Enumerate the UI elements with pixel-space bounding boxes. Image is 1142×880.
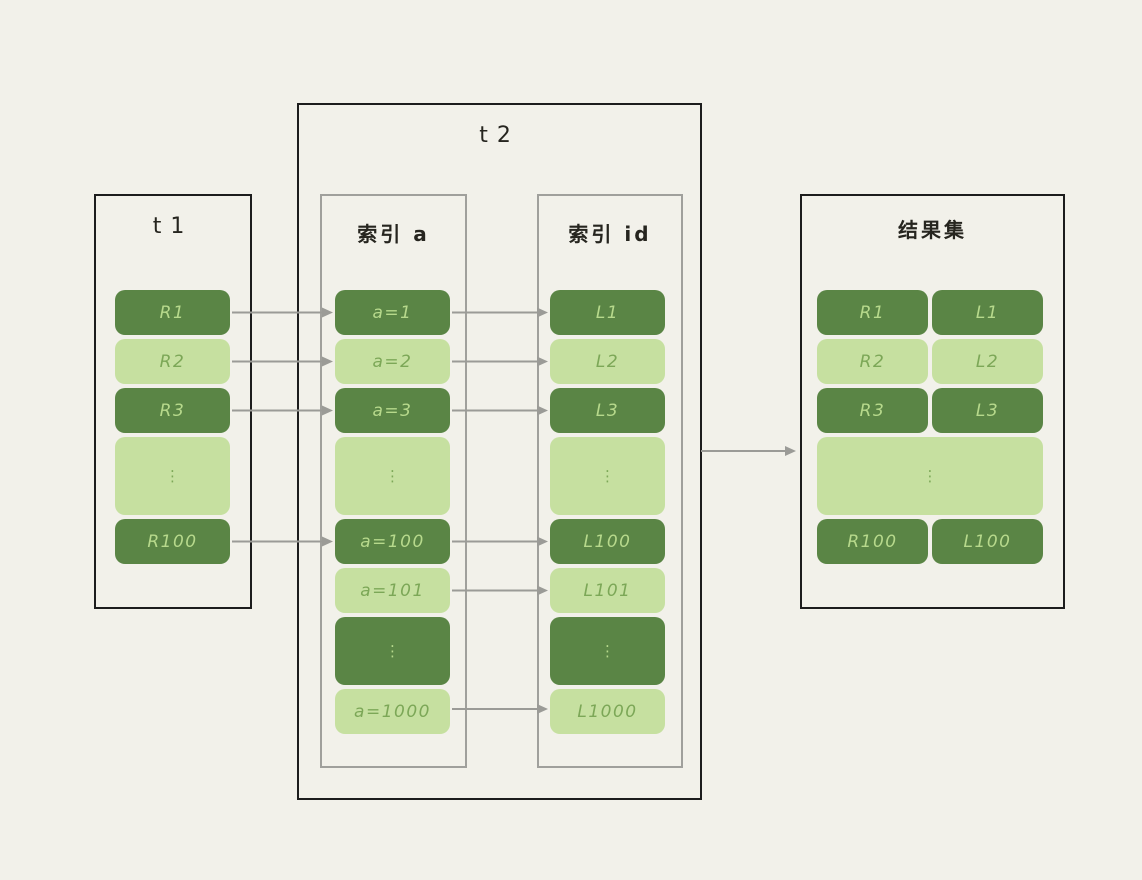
record-row: R100: [115, 519, 230, 564]
record-row: L100: [550, 519, 665, 564]
result-set-box: 结果集: [800, 194, 1065, 609]
index-id-title: 索引 id: [568, 222, 652, 246]
record-row: L1: [550, 290, 665, 335]
table-t1-box: t1: [94, 194, 252, 609]
record-row: a=1000: [335, 689, 450, 734]
ellipsis-row: ⋮: [550, 617, 665, 685]
index-a-box: 索引 a: [320, 194, 467, 768]
record-row: R2: [115, 339, 230, 384]
record-cell: R1: [817, 290, 928, 335]
ellipsis-row: ⋮: [817, 437, 1043, 515]
ellipsis-row: ⋮: [335, 617, 450, 685]
record-cell: R2: [817, 339, 928, 384]
record-row: L3: [550, 388, 665, 433]
record-row: a=101: [335, 568, 450, 613]
record-cell: L2: [932, 339, 1043, 384]
record-cell: R3: [817, 388, 928, 433]
record-row: a=1: [335, 290, 450, 335]
record-row: a=3: [335, 388, 450, 433]
ellipsis-row: ⋮: [550, 437, 665, 515]
ellipsis-row: ⋮: [115, 437, 230, 515]
index-a-title: 索引 a: [357, 222, 430, 246]
ellipsis-row: ⋮: [335, 437, 450, 515]
record-cell: L100: [932, 519, 1043, 564]
table-t2-title: t2: [479, 123, 520, 148]
record-row: L1000: [550, 689, 665, 734]
record-row: a=2: [335, 339, 450, 384]
record-cell: R100: [817, 519, 928, 564]
record-row: a=100: [335, 519, 450, 564]
index-id-box: 索引 id: [537, 194, 683, 768]
record-row: L2: [550, 339, 665, 384]
record-row: R1: [115, 290, 230, 335]
record-row: L101: [550, 568, 665, 613]
record-cell: L1: [932, 290, 1043, 335]
result-set-title: 结果集: [898, 218, 967, 242]
record-cell: L3: [932, 388, 1043, 433]
table-t1-title: t1: [152, 214, 194, 239]
record-row: R3: [115, 388, 230, 433]
